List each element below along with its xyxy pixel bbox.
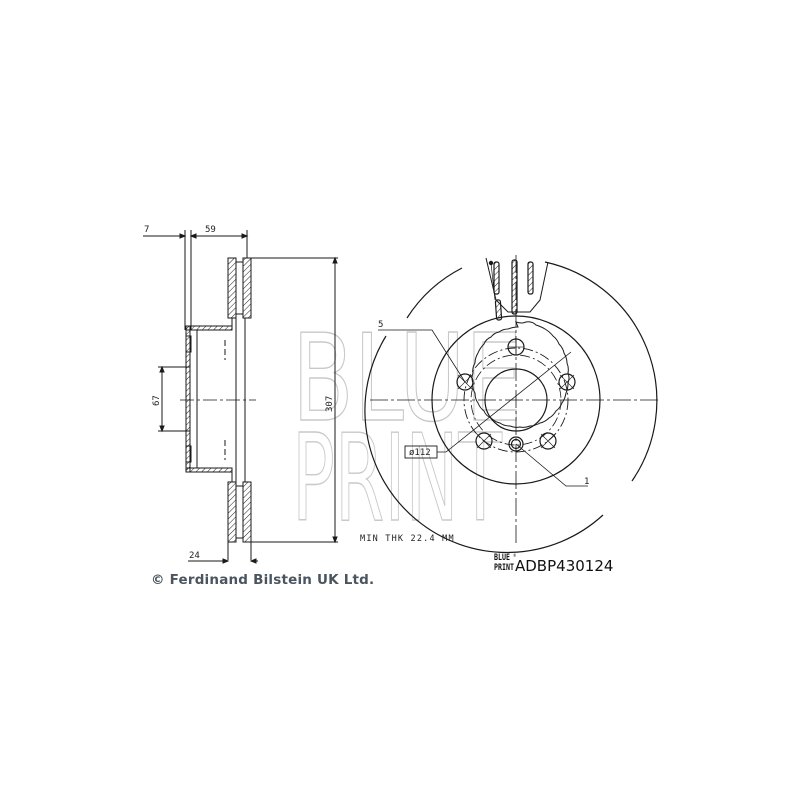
watermark-blue: BLUE (292, 310, 522, 449)
blueprint-logo: BLUE PRINT ® (494, 553, 516, 579)
dim-disc-thickness: 24 (189, 551, 200, 561)
side-view-cross-section (143, 230, 338, 564)
watermark-print: PRINT (292, 410, 502, 549)
callout-bolt-holes: 5 (378, 320, 383, 330)
dim-outer-diameter: 307 (325, 396, 335, 412)
logo-line-blue: BLUE (494, 553, 510, 563)
dim-centre-bore: 67 (152, 395, 162, 406)
part-number: ADBP430124 (515, 557, 614, 575)
copyright-text: © Ferdinand Bilstein UK Ltd. (151, 572, 375, 588)
callout-bolt-circle: ø112 (409, 448, 431, 458)
watermark: BLUE PRINT (291, 309, 522, 549)
logo-line-print: PRINT (494, 563, 514, 573)
min-thickness-note: MIN THK 22.4 MM (360, 534, 455, 544)
dim-hub-offset: 7 (144, 225, 149, 235)
front-view-disc (364, 255, 660, 553)
callout-locating-hole: 1 (584, 477, 589, 487)
dim-overall-height: 59 (205, 225, 216, 235)
registered-mark: ® (513, 553, 516, 559)
